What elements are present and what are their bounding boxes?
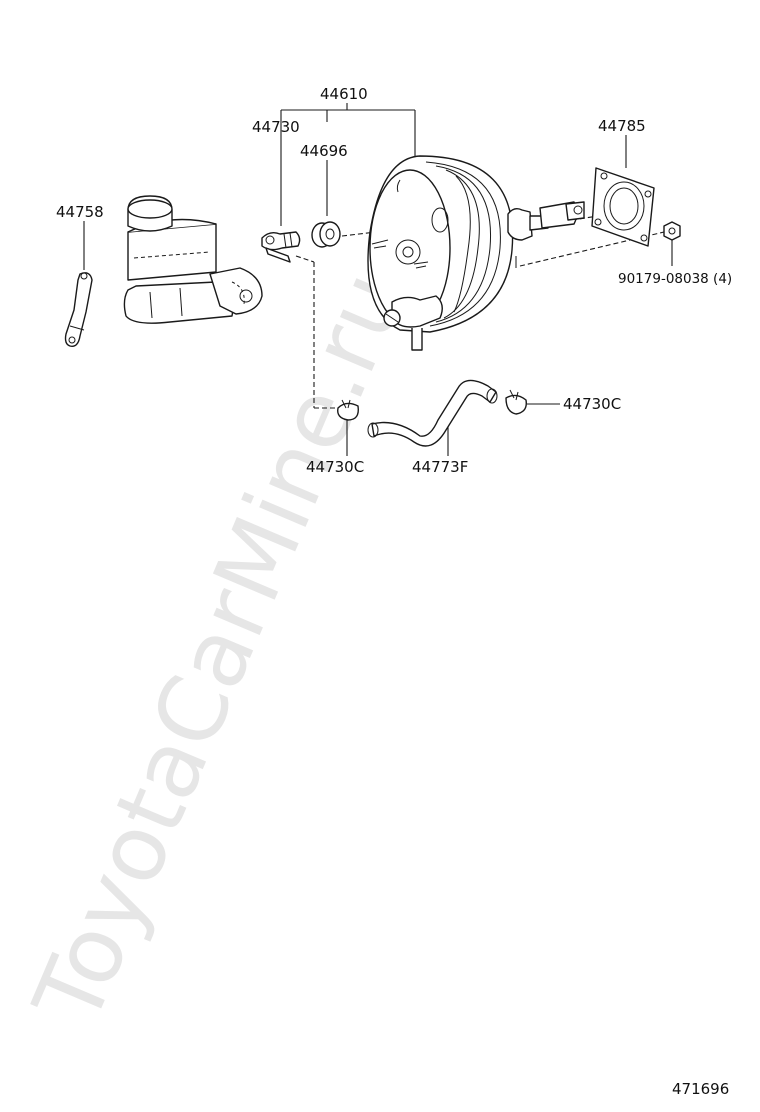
callout-union: 44730: [252, 118, 300, 136]
brake-booster: [367, 155, 585, 351]
callout-gasket: 44785: [598, 117, 646, 135]
diagram-id: 471696: [672, 1080, 729, 1098]
watermark: ToyotaCarMine.ru: [13, 257, 426, 1040]
callout-hose: 44773F: [412, 458, 468, 476]
bracket-part: [64, 272, 93, 347]
callout-clip-right: 44730C: [563, 395, 621, 413]
callout-bracket: 44758: [56, 203, 104, 221]
nut-part: [663, 221, 681, 241]
callout-nut: 90179-08038 (4): [618, 271, 732, 287]
union-part: [261, 231, 301, 263]
gasket-part: [591, 167, 655, 247]
master-cylinder: [123, 195, 263, 324]
callout-grommet: 44696: [300, 142, 348, 160]
clip-left: [337, 399, 359, 421]
vacuum-hose: [367, 379, 498, 447]
callout-clip-left: 44730C: [306, 458, 364, 476]
grommet-part: [311, 221, 341, 248]
clip-right: [505, 389, 527, 415]
callout-booster-assembly: 44610: [320, 85, 368, 103]
